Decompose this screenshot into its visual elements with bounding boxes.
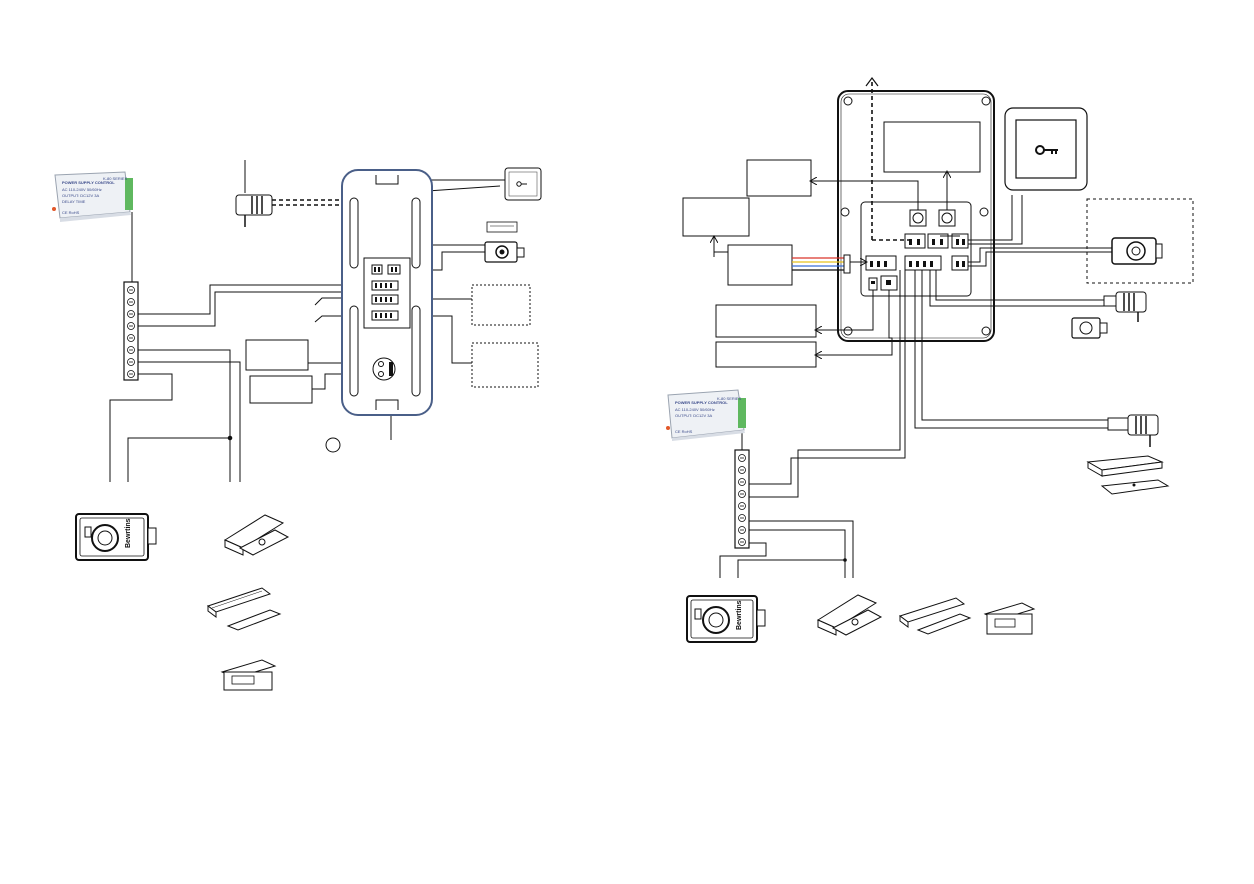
plug-adapter-icon	[1103, 291, 1147, 322]
power-supply-line1: AC 110-240V 50/60Hz	[675, 407, 715, 412]
label-box	[715, 304, 817, 338]
bolt-lock-icon	[220, 659, 277, 691]
power-supply-left: POWER SUPPLY CONTROL K-80 SERIES AC 110-…	[52, 171, 133, 222]
power-supply-title: POWER SUPPLY CONTROL	[62, 180, 115, 185]
rim-lock-small-icon	[1071, 317, 1108, 339]
power-supply-badge: CE RoHS	[675, 429, 693, 434]
electric-strike-icon	[223, 514, 290, 556]
magnetic-lock-icon	[898, 597, 972, 635]
power-supply-line2: OUTPUT: DC12V 3A	[62, 193, 99, 198]
optional-device-box	[471, 284, 531, 326]
plug-adapter-icon	[1107, 414, 1159, 447]
power-supply-line2: OUTPUT: DC12V 3A	[675, 413, 712, 418]
power-supply-badge: CE RoHS	[62, 210, 80, 215]
magnetic-lock-icon	[1086, 455, 1170, 495]
indoor-monitor-panel-left	[341, 169, 433, 416]
lock-brand: Bewrtins	[125, 518, 132, 548]
marker-circle	[325, 437, 341, 453]
power-supply-right: POWER SUPPLY CONTROL K-80 SERIES AC 110-…	[666, 389, 746, 441]
lock-brand: Bewrtins	[736, 600, 743, 630]
rim-lock-icon: Bewrtins	[686, 595, 766, 643]
label-box	[715, 341, 817, 368]
terminal-strip-right	[734, 449, 750, 549]
power-supply-title: POWER SUPPLY CONTROL	[675, 400, 728, 405]
cctv-camera-icon	[1111, 237, 1163, 265]
label-box	[727, 244, 793, 286]
plug-adapter-icon	[235, 194, 273, 227]
label-box	[249, 375, 313, 404]
power-supply-line3: DELAY TIME	[62, 199, 86, 204]
electric-strike-icon	[816, 594, 883, 636]
label-box	[682, 197, 750, 237]
color-wires	[792, 257, 848, 271]
wires-right	[714, 172, 1112, 578]
outdoor-panel-right	[837, 90, 995, 342]
power-supply-model: K-80 SERIES	[103, 176, 128, 181]
magnetic-lock-icon	[206, 587, 282, 631]
label-box	[245, 339, 309, 371]
cctv-camera-icon	[484, 221, 525, 263]
optional-device-box	[471, 342, 539, 388]
power-supply-model: K-80 SERIES	[717, 396, 742, 401]
arrow-up	[865, 77, 879, 87]
terminal-strip-left	[123, 212, 139, 381]
wires-left	[109, 160, 512, 482]
power-supply-line1: AC 110-240V 50/60Hz	[62, 187, 102, 192]
label-box	[746, 159, 812, 197]
key-icon	[504, 167, 542, 201]
key-icon	[1004, 107, 1088, 191]
rim-lock-icon: Bewrtins	[75, 513, 157, 561]
bolt-lock-icon	[983, 602, 1036, 635]
